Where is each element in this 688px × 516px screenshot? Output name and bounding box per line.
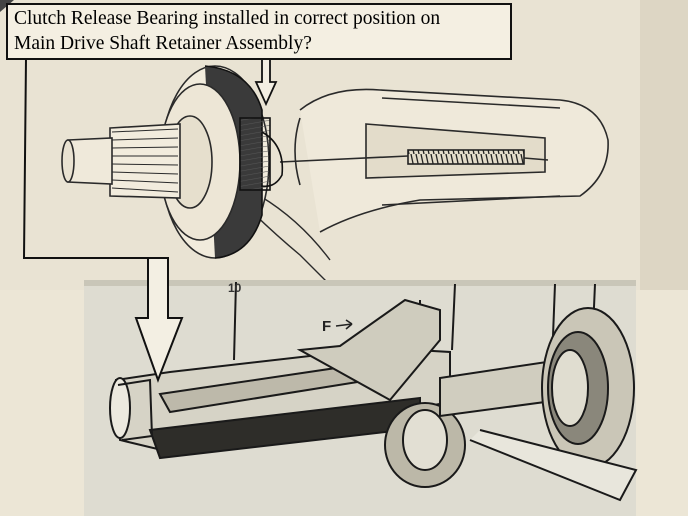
clutch-release-bearing-illustration: [61, 65, 609, 286]
arrow-down-icon: [134, 257, 184, 383]
caption-line-1: Clutch Release Bearing installed in corr…: [14, 8, 441, 29]
arrow-down-icon: [254, 57, 278, 107]
callout-connector: [22, 57, 160, 259]
main-drive-shaft-retainer-illustration: [109, 281, 638, 502]
label-f-arrow: [335, 319, 353, 330]
caption-box: Clutch Release Bearing installed in corr…: [6, 3, 512, 60]
caption-line-2: Main Drive Shaft Retainer Assembly?: [14, 33, 312, 54]
label-f: F: [322, 318, 331, 335]
label-top: 10: [228, 281, 242, 295]
